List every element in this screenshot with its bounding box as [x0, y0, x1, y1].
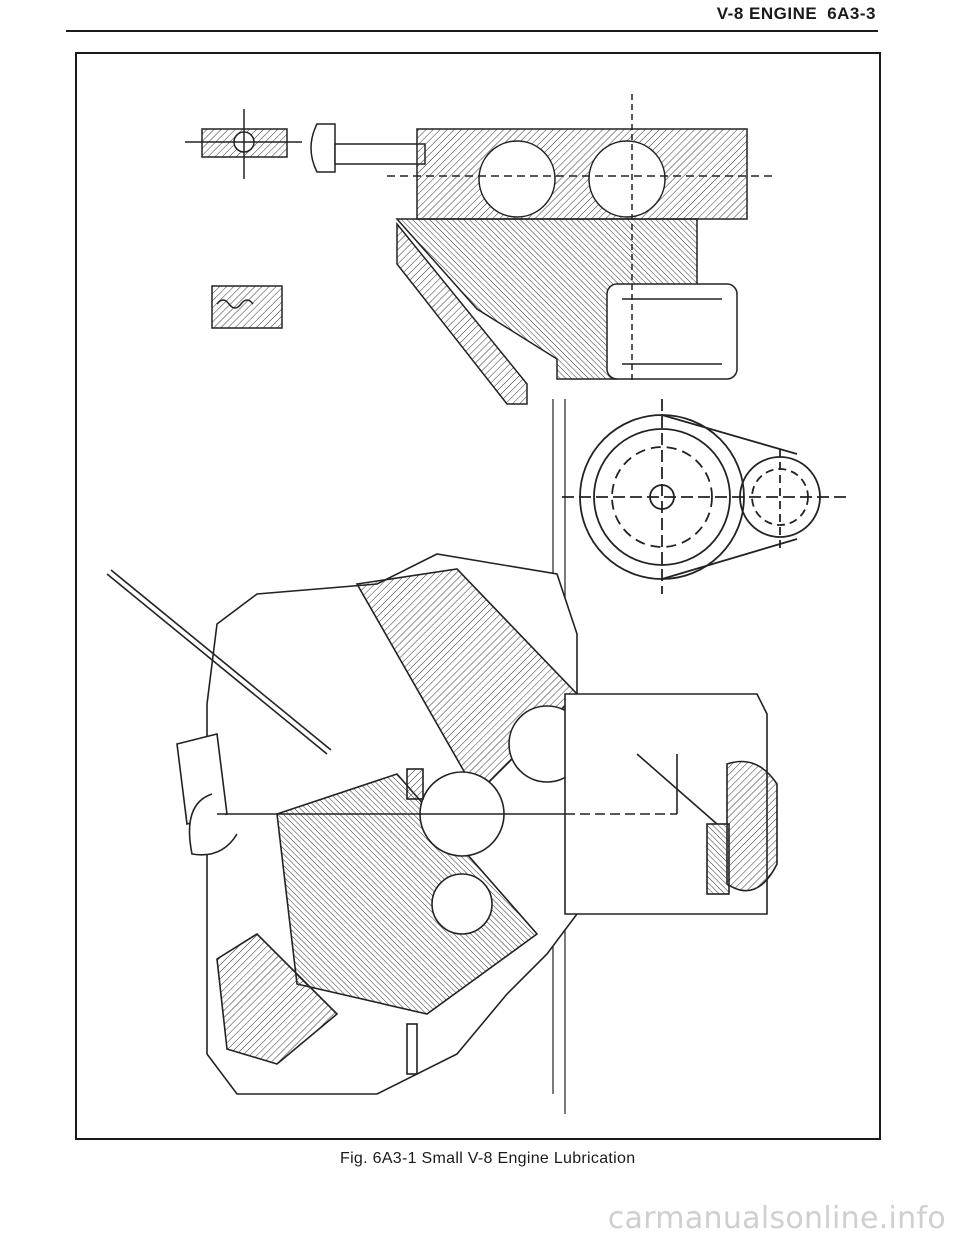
header-page-number: 6A3-3: [827, 4, 876, 23]
header-rule: [66, 30, 878, 32]
figure-frame: [75, 52, 881, 1140]
engine-lubrication-diagram: [106, 94, 847, 1114]
rocker-detail: [185, 109, 302, 179]
page-header: V-8 ENGINE 6A3-3: [717, 4, 876, 24]
header-section: V-8 ENGINE: [716, 4, 818, 23]
engine-cross-section: [106, 553, 597, 1095]
watermark-text: carmanualsonline.info: [607, 1201, 946, 1236]
timing-cover-section: [564, 693, 778, 915]
pulley-section: [562, 399, 847, 594]
lifter-detail: [211, 285, 283, 329]
oil-pump-section: [310, 94, 777, 405]
figure-caption: Fig. 6A3-1 Small V-8 Engine Lubrication: [340, 1150, 636, 1167]
